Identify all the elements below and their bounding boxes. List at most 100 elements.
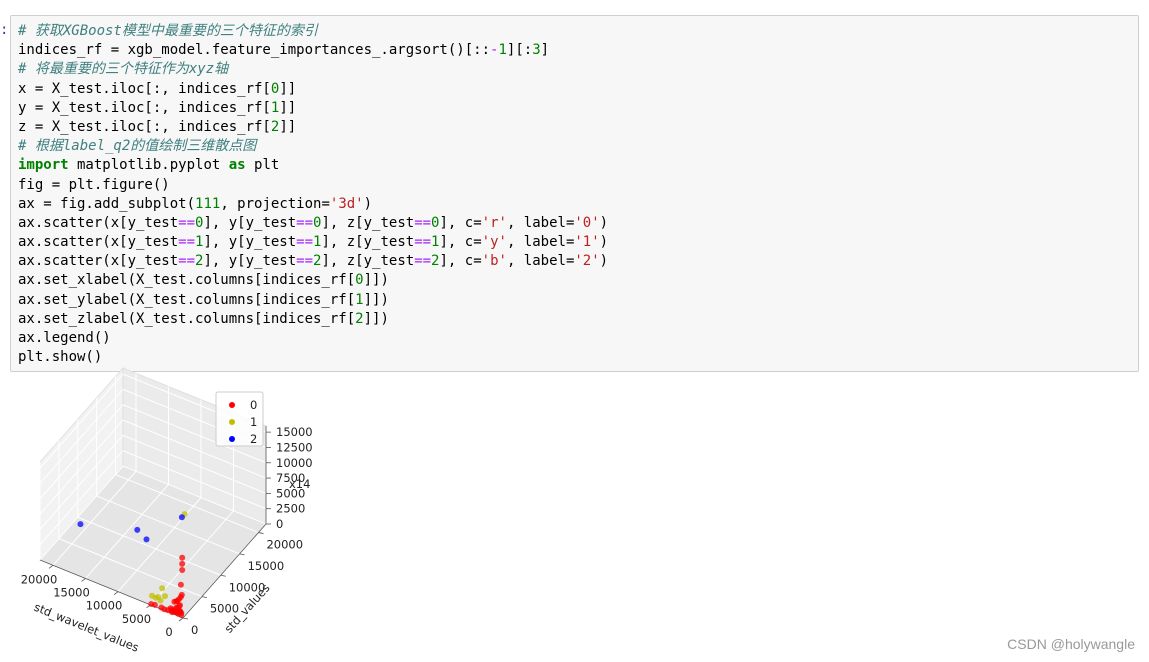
z-tick-label: 0 (276, 517, 283, 531)
code-line: import matplotlib.pyplot as plt (18, 156, 608, 175)
code-line: z = X_test.iloc[:, indices_rf[2]] (18, 118, 608, 137)
code-line: ax.set_ylabel(X_test.columns[indices_rf[… (18, 291, 608, 310)
code-token: 0 (313, 214, 322, 231)
legend-marker-1 (229, 419, 235, 425)
code-token: 1 (270, 99, 280, 116)
x-tick-label: 5000 (122, 612, 151, 626)
code-token: ], z[y_test (321, 214, 415, 231)
z-tick-label: 2500 (276, 502, 305, 516)
code-cell[interactable]: # 获取XGBoost模型中最重要的三个特征的索引 indices_rf = xg… (10, 15, 1139, 372)
x-tick-label: 15000 (53, 585, 90, 599)
code-line: y = X_test.iloc[:, indices_rf[1]] (18, 99, 608, 118)
code-token: # 获取XGBoost模型中最重要的三个特征的索引 (18, 23, 318, 39)
code-token: == (414, 253, 432, 270)
code-token: ax.set_xlabel(X_test.columns[indices_rf[ (18, 272, 356, 289)
code-token: 0 (270, 80, 280, 97)
code-line: ax.set_xlabel(X_test.columns[indices_rf[… (18, 271, 608, 290)
code-token: == (178, 234, 196, 251)
code-line: # 根据label_q2的值绘制三维散点图 (18, 137, 608, 156)
code-token: ]] (279, 80, 297, 97)
y-tick (182, 617, 189, 620)
code-token: ]]) (363, 291, 389, 308)
y-tick-label: 10000 (229, 580, 266, 594)
x-tick (81, 578, 86, 582)
code-line: indices_rf = xgb_model.feature_importanc… (18, 41, 608, 60)
code-token: ) (599, 214, 609, 231)
code-token: 1 (195, 234, 204, 251)
legend-label: 1 (250, 415, 257, 429)
cell-prompt-marker: : (0, 22, 9, 38)
code-token: 111 (195, 195, 221, 212)
code-token: ], y[y_test (203, 253, 297, 270)
code-token: 1 (498, 42, 507, 59)
code-token: 2 (270, 118, 280, 135)
y-tick-label: 0 (191, 623, 198, 637)
code-editor[interactable]: # 获取XGBoost模型中最重要的三个特征的索引 indices_rf = xg… (18, 22, 608, 367)
code-line: # 获取XGBoost模型中最重要的三个特征的索引 (18, 22, 608, 41)
y-tick-label: 15000 (248, 559, 285, 573)
grid-line (39, 389, 124, 484)
y-tick (201, 596, 207, 599)
legend-box (215, 391, 264, 447)
code-token: matplotlib.pyplot (68, 157, 229, 174)
data-point-series-0 (179, 566, 186, 573)
data-point-series-0 (171, 598, 178, 605)
code-token: - (490, 42, 499, 59)
code-token: plt.show() (18, 349, 103, 366)
z-tick-label: 7500 (276, 471, 305, 485)
legend-marker-0 (229, 402, 235, 408)
x-tick-label: 20000 (21, 572, 58, 586)
code-token: 1 (431, 234, 440, 251)
code-token: indices_rf = xgb_model.feature_importanc… (18, 42, 491, 59)
code-token: 0 (431, 214, 440, 231)
code-token: # 根据label_q2的值绘制三维散点图 (18, 138, 257, 155)
grid-line (77, 516, 221, 576)
code-token: ax.set_zlabel(X_test.columns[indices_rf[ (18, 310, 356, 327)
code-line: ax.set_zlabel(X_test.columns[indices_rf[… (18, 310, 608, 329)
code-token: ax.legend() (18, 330, 111, 346)
grid-line (58, 538, 203, 598)
code-token: ]]) (363, 272, 389, 289)
code-token: 2 (195, 253, 204, 270)
z-tick-label: 10000 (276, 456, 313, 470)
code-token: ], y[y_test (203, 234, 297, 251)
code-token: 'y' (481, 234, 507, 251)
code-line: # 将最重要的三个特征作为xyz轴 (18, 60, 608, 79)
code-token: 1 (313, 234, 322, 251)
grid-line (115, 474, 259, 534)
legend-marker-2 (229, 436, 235, 442)
data-point-series-2 (178, 514, 185, 521)
code-token: fig = plt.figure() (18, 176, 170, 193)
data-point-series-2 (143, 536, 150, 543)
code-token: ]]) (363, 310, 389, 327)
code-token: 2 (355, 310, 364, 327)
code-token: '1' (574, 234, 600, 251)
code-token: ], y[y_test (203, 214, 297, 231)
grid-line (39, 404, 124, 500)
code-token: ], z[y_test (321, 234, 415, 251)
data-point-series-1 (159, 585, 166, 592)
code-token: , label= (506, 214, 575, 231)
code-line: ax.legend() (18, 329, 608, 348)
y-axis-line (182, 523, 267, 619)
code-token: x = X_test.iloc[:, indices_rf[ (18, 80, 271, 97)
code-token: ax.scatter(x[y_test (18, 214, 179, 231)
code-token: 3 (532, 42, 541, 59)
code-token: == (296, 253, 314, 270)
code-line: ax.scatter(x[y_test==0], y[y_test==0], z… (18, 214, 608, 233)
x-tick (113, 591, 119, 595)
code-token: 'r' (481, 214, 507, 231)
code-token: ], c= (439, 253, 482, 270)
code-token: , label= (506, 253, 575, 270)
code-token: ]] (279, 99, 297, 116)
code-token: ax = fig.add_subplot( (18, 195, 196, 212)
code-token: == (178, 253, 196, 270)
y-tick (239, 553, 245, 556)
grid-line (52, 470, 137, 566)
watermark: CSDN @holywangle (1007, 636, 1135, 652)
grid-line (39, 435, 124, 530)
code-token: ]] (279, 118, 297, 135)
code-token: , label= (506, 234, 575, 251)
code-token: 'b' (481, 253, 507, 270)
